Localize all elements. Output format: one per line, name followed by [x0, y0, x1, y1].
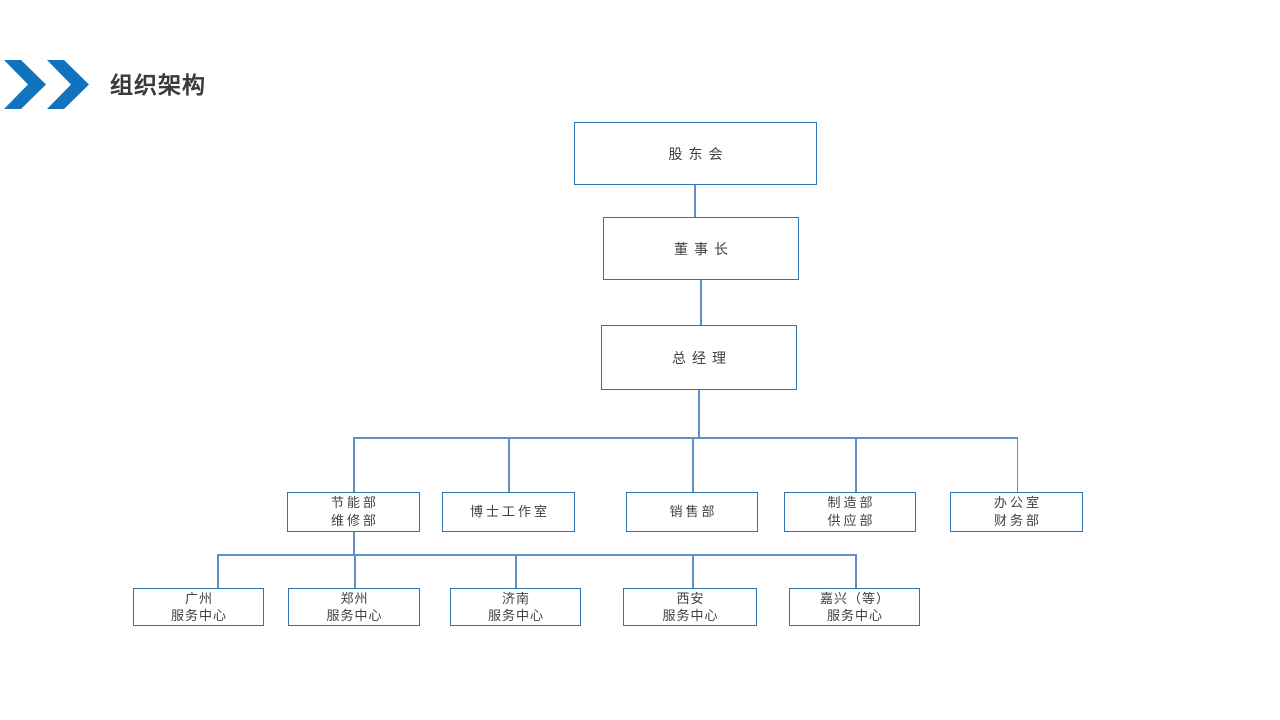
org-node-label: 博士工作室 — [469, 504, 550, 519]
org-node-chairman: 董事长 — [603, 217, 799, 280]
org-node-label: 节能部 — [330, 495, 379, 510]
org-node-jinan-center: 济南 服务中心 — [450, 588, 581, 626]
connector-energy-trunk — [353, 532, 355, 554]
org-node-label: 西安 — [676, 591, 705, 606]
org-node-label2: 供应部 — [827, 513, 876, 528]
connector-shareholders-chairman — [694, 185, 696, 217]
connector-drop-jiaxing — [855, 554, 857, 588]
page-title: 组织架构 — [110, 72, 206, 98]
connector-chairman-gm — [700, 280, 702, 325]
org-node-jiaxing-center: 嘉兴（等） 服务中心 — [789, 588, 920, 626]
org-node-xian-center: 西安 服务中心 — [623, 588, 757, 626]
org-node-label2: 服务中心 — [326, 608, 383, 623]
org-node-energy-maintenance: 节能部 维修部 — [287, 492, 420, 532]
connector-drop-sales — [692, 437, 694, 492]
org-node-label: 济南 — [501, 591, 530, 606]
org-node-zhengzhou-center: 郑州 服务中心 — [288, 588, 420, 626]
org-node-label2: 服务中心 — [662, 608, 719, 623]
org-node-label2: 服务中心 — [826, 608, 883, 623]
org-node-guangzhou-center: 广州 服务中心 — [133, 588, 264, 626]
org-node-label: 销售部 — [669, 504, 718, 519]
connector-drop-zhengzhou — [354, 554, 356, 588]
org-node-label: 郑州 — [340, 591, 369, 606]
org-node-label2: 维修部 — [330, 513, 379, 528]
double-chevron-icon — [4, 60, 89, 109]
org-node-shareholders: 股东会 — [574, 122, 817, 185]
org-node-general-manager: 总经理 — [601, 325, 797, 390]
org-node-label2: 财务部 — [993, 513, 1042, 528]
org-node-label2: 服务中心 — [487, 608, 544, 623]
org-node-office-finance: 办公室 财务部 — [950, 492, 1083, 532]
org-node-label2: 服务中心 — [170, 608, 227, 623]
org-node-label: 制造部 — [827, 495, 876, 510]
connector-gm-trunk — [698, 390, 700, 437]
connector-drop-doctor-studio — [508, 437, 510, 492]
connector-drop-manufacturing — [855, 437, 857, 492]
org-node-label: 办公室 — [993, 495, 1042, 510]
org-node-label: 广州 — [184, 591, 213, 606]
org-node-label: 股东会 — [668, 145, 729, 162]
connector-level5-bus — [217, 554, 856, 556]
connector-drop-guangzhou — [217, 554, 219, 588]
org-node-doctor-studio: 博士工作室 — [442, 492, 575, 532]
org-node-label: 董事长 — [674, 240, 734, 257]
org-node-sales: 销售部 — [626, 492, 758, 532]
org-node-manufacturing-supply: 制造部 供应部 — [784, 492, 916, 532]
connector-drop-xian — [692, 554, 694, 588]
connector-drop-jinan — [515, 554, 517, 588]
connector-drop-energy — [353, 437, 355, 492]
org-node-label: 总经理 — [672, 349, 732, 366]
org-node-label: 嘉兴（等） — [819, 591, 890, 606]
connector-drop-office — [1016, 437, 1018, 492]
connector-level4-bus — [353, 437, 1018, 439]
